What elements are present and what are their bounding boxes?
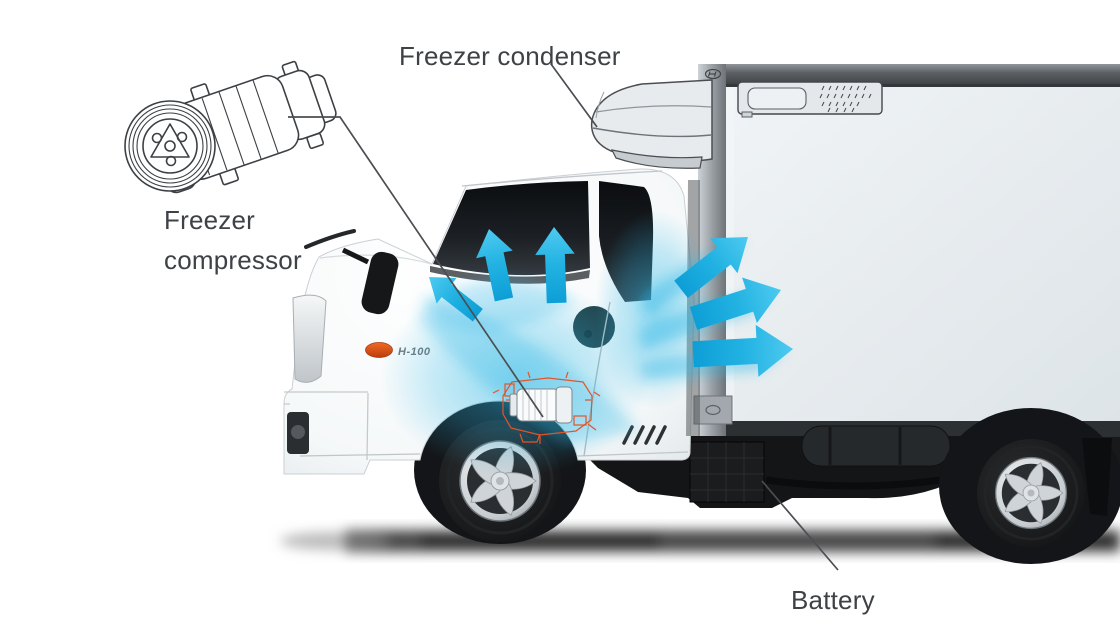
hyundai-logo-icon: [704, 68, 722, 80]
windshield-glass: [433, 181, 590, 276]
undercarriage: [560, 425, 978, 508]
label-freezer-compressor: Freezer compressor: [164, 200, 302, 280]
compressor-cylinder: [509, 386, 573, 424]
cab-vents: [622, 425, 667, 445]
leader-lines: [288, 63, 839, 571]
freezer-condenser-unit: [590, 79, 713, 169]
wiper-icon: [304, 229, 356, 249]
label-battery: Battery: [791, 585, 875, 615]
roof-refrigeration-unit: [737, 81, 883, 118]
label-freezer-compressor-line2: compressor: [164, 245, 302, 275]
battery-unit: [689, 441, 765, 503]
rear-wheel: [939, 408, 1120, 564]
leader-line-condenser: [550, 63, 598, 128]
box-bracket: [693, 395, 733, 425]
leader-line-compressor: [288, 116, 544, 418]
leader-line-battery: [761, 480, 839, 571]
airflow-glow: [380, 210, 786, 476]
label-freezer-condenser: Freezer condenser: [399, 41, 621, 71]
headlight: [292, 294, 327, 383]
compressor-sketch-overlay: [492, 371, 601, 444]
side-mirror: [341, 247, 399, 315]
compressor-line-drawing: [124, 60, 337, 194]
vent-slots: [819, 85, 872, 113]
label-freezer-compressor-line1: Freezer: [164, 205, 255, 235]
